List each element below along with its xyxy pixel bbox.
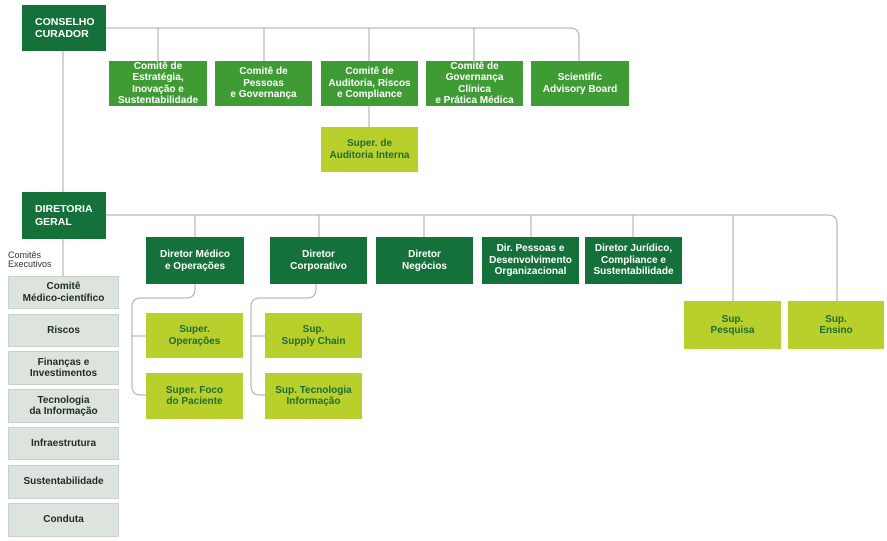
comite-estrategia-box: Comitê de Estratégia, Inovação e Sustent…	[109, 61, 207, 106]
comite-auditoria-box: Comitê de Auditoria, Riscos e Compliance	[321, 61, 418, 106]
conselho-curador-box: CONSELHO CURADOR	[22, 5, 106, 51]
diretor-medico-operacoes-box: Diretor Médico e Operações	[146, 237, 244, 284]
comite-governanca-clinica-box: Comitê de Governança Clínica e Prática M…	[426, 61, 523, 106]
sup-supply-chain-box: Sup. Supply Chain	[265, 313, 362, 358]
super-foco-paciente-box: Super. Foco do Paciente	[146, 373, 243, 419]
comite-executivo-riscos: Riscos	[8, 314, 119, 347]
diretor-pessoas-box: Dir. Pessoas e Desenvolvimento Organizac…	[482, 237, 579, 284]
comite-executivo-tecnologia: Tecnologia da Informação	[8, 389, 119, 423]
comite-executivo-infraestrutura: Infraestrutura	[8, 427, 119, 460]
diretor-negocios-box: Diretor Negócios	[376, 237, 473, 284]
diretor-corporativo-box: Diretor Corporativo	[270, 237, 367, 284]
comite-executivo-conduta: Conduta	[8, 503, 119, 537]
super-operacoes-box: Super. Operações	[146, 313, 243, 358]
comite-executivo-sustentabilidade: Sustentabilidade	[8, 465, 119, 499]
diretor-juridico-box: Diretor Jurídico, Compliance e Sustentab…	[585, 237, 682, 284]
comite-executivo-medico-cientifico: Comitê Médico-científico	[8, 276, 119, 309]
scientific-advisory-board-box: Scientific Advisory Board	[531, 61, 629, 106]
super-auditoria-interna-box: Super. de Auditoria Interna	[321, 127, 418, 172]
diretoria-geral-box: DIRETORIA GERAL	[22, 192, 106, 239]
sup-pesquisa-box: Sup. Pesquisa	[684, 301, 781, 349]
comite-executivo-financas: Finanças e Investimentos	[8, 351, 119, 385]
comites-executivos-label: Comitês Executivos	[8, 250, 52, 270]
comite-pessoas-box: Comitê de Pessoas e Governança	[215, 61, 312, 106]
sup-ensino-box: Sup. Ensino	[788, 301, 884, 349]
sup-tecnologia-informacao-box: Sup. Tecnologia Informação	[265, 373, 362, 419]
